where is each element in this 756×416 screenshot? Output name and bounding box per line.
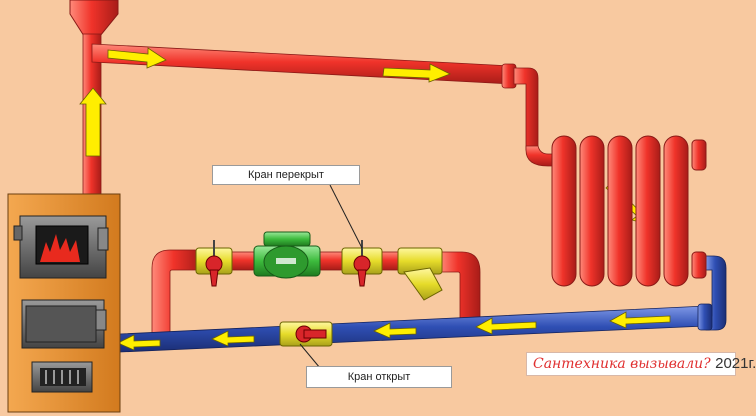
ball-valve-open [279,321,333,347]
flow-arrow-icon [382,63,451,83]
radiator-icon [551,135,707,287]
ball-valve-icon [357,269,367,287]
watermark: Сантехника вызывали? 2021г. [526,352,756,376]
draft-grate [31,361,93,393]
flow-arrow-icon [373,322,417,339]
flow-arrow-icon [609,311,671,329]
flow-arrow-icon [211,330,255,347]
firebox-door [13,215,109,279]
flow-arrow-icon [107,47,167,69]
ash-door [21,299,107,349]
ball-valve-closed [341,240,383,287]
fire-icon [40,234,80,262]
valve-closed-label: Кран перекрыт [212,165,360,185]
circulation-pump [253,231,321,279]
watermark-year: 2021г. [715,355,756,372]
flow-arrow-icon [475,317,537,335]
ball-valve-left [195,240,233,287]
ball-valve-icon [209,269,219,287]
boiler [7,193,121,413]
flow-arrow-icon [117,334,161,351]
strainer-icon [397,247,443,301]
watermark-text: Сантехника вызывали? [533,356,711,372]
flow-arrow-icon [79,87,107,157]
ball-valve-icon [303,329,327,339]
valve-open-label: Кран открыт [306,366,452,388]
